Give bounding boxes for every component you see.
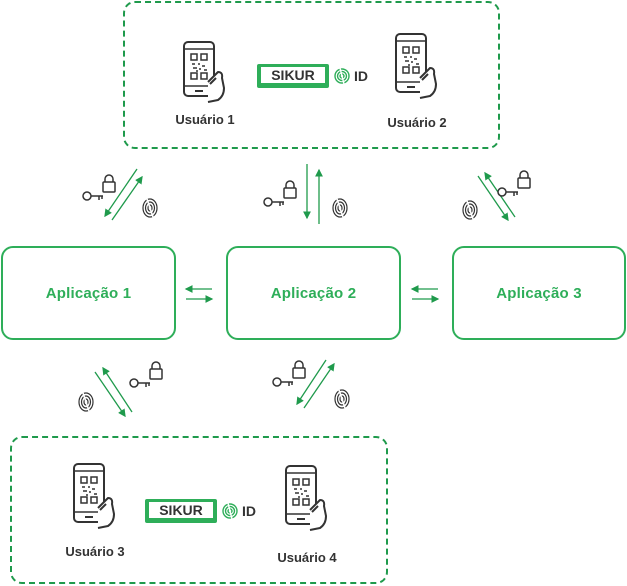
app-label: Aplicação 3 bbox=[496, 284, 582, 302]
padlock-key-icon bbox=[129, 361, 163, 388]
padlock-key-icon bbox=[263, 180, 297, 207]
arrow-icon bbox=[303, 362, 335, 409]
user-group-top bbox=[123, 1, 500, 149]
sikur-id-logo-bottom: SIKUR ID bbox=[145, 499, 256, 523]
app-box-1[interactable]: Aplicação 1 bbox=[1, 246, 176, 340]
user-label: Usuário 1 bbox=[175, 112, 235, 127]
fingerprint-icon bbox=[332, 198, 348, 218]
padlock-key-icon bbox=[272, 360, 306, 387]
brand-suffix: ID bbox=[354, 68, 368, 84]
arrow-icon bbox=[102, 366, 133, 413]
arrow-icon bbox=[477, 175, 509, 222]
padlock-key-icon bbox=[82, 174, 116, 201]
smartphone-qr-icon bbox=[183, 41, 225, 103]
user-4: Usuário 4 bbox=[262, 464, 352, 565]
fingerprint-icon bbox=[222, 502, 238, 520]
arrow-icon bbox=[111, 175, 143, 221]
user-1: Usuário 1 bbox=[160, 40, 250, 135]
fingerprint-icon bbox=[334, 67, 350, 85]
arrow-icon bbox=[296, 359, 327, 406]
smartphone-qr-icon bbox=[285, 465, 327, 531]
brand-word: SIKUR bbox=[159, 502, 203, 518]
app-label: Aplicação 1 bbox=[45, 284, 132, 302]
brand-suffix: ID bbox=[242, 503, 256, 519]
fingerprint-icon bbox=[334, 389, 350, 409]
user-label: Usuário 2 bbox=[387, 115, 447, 130]
fingerprint-icon bbox=[142, 198, 158, 218]
sikur-id-logo-top: SIKUR ID bbox=[257, 64, 368, 88]
smartphone-qr-icon bbox=[73, 463, 115, 529]
user-group-bottom bbox=[10, 436, 388, 584]
user-label: Usuário 3 bbox=[65, 544, 125, 559]
user-3: Usuário 3 bbox=[50, 462, 140, 562]
app-box-2[interactable]: Aplicação 2 bbox=[226, 246, 401, 340]
app-box-3[interactable]: Aplicação 3 bbox=[452, 246, 626, 340]
fingerprint-icon bbox=[78, 392, 94, 412]
arrow-icon bbox=[104, 168, 138, 218]
smartphone-qr-icon bbox=[395, 33, 437, 99]
fingerprint-icon bbox=[462, 200, 478, 220]
user-label: Usuário 4 bbox=[277, 550, 337, 565]
brand-word: SIKUR bbox=[271, 67, 315, 83]
app-label: Aplicação 2 bbox=[270, 284, 357, 302]
padlock-key-icon bbox=[497, 170, 531, 197]
arrow-icon bbox=[94, 371, 126, 418]
user-2: Usuário 2 bbox=[372, 32, 462, 132]
